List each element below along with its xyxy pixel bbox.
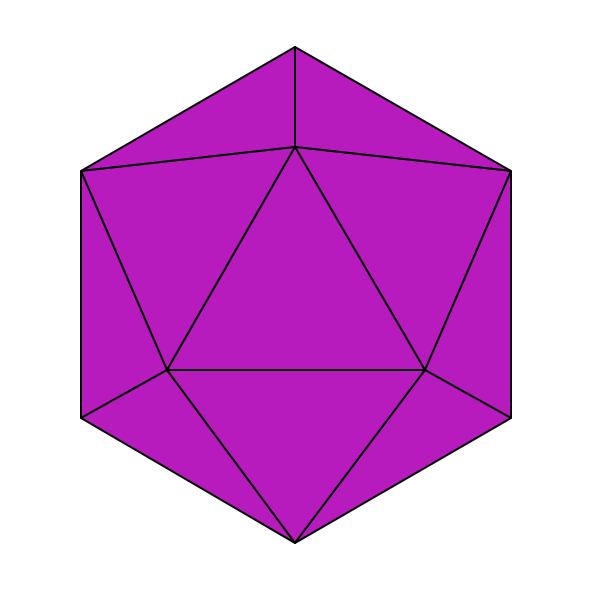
icosahedron-face (294, 369, 512, 544)
icosahedron-faces (80, 46, 512, 544)
